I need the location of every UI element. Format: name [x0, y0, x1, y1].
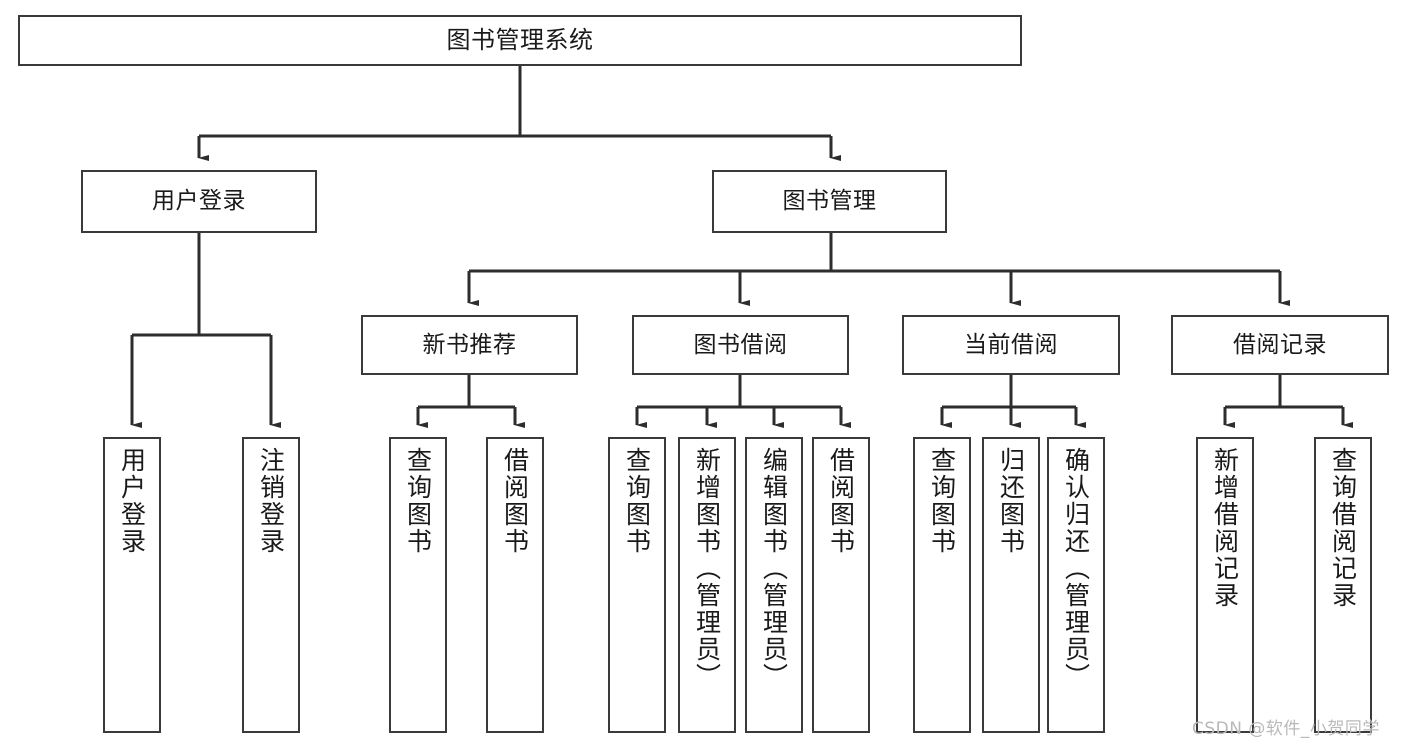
node-leaf-user-login-label: 用户登录: [117, 447, 147, 555]
node-book-borrow[interactable]: 图书借阅: [632, 315, 849, 375]
node-leaf-query-record-label: 查询借阅记录: [1328, 447, 1358, 609]
node-current-borrow-label: 当前借阅: [964, 331, 1058, 358]
node-leaf-user-login[interactable]: 用户登录: [103, 437, 161, 733]
node-root[interactable]: 图书管理系统: [18, 15, 1022, 66]
node-book-manage-label: 图书管理: [782, 188, 877, 215]
node-book-manage[interactable]: 图书管理: [712, 170, 947, 233]
node-current-borrow[interactable]: 当前借阅: [902, 315, 1120, 375]
node-new-book-rec[interactable]: 新书推荐: [361, 315, 578, 375]
node-leaf-return-book[interactable]: 归还图书: [982, 437, 1040, 733]
node-leaf-borrow-book-1-label: 借阅图书: [500, 447, 530, 555]
node-user-login-label: 用户登录: [152, 188, 246, 215]
node-leaf-add-record[interactable]: 新增借阅记录: [1196, 437, 1254, 733]
node-leaf-user-logout-label: 注销登录: [256, 447, 286, 555]
node-leaf-query-book-1[interactable]: 查询图书: [389, 437, 447, 733]
node-borrow-record-label: 借阅记录: [1233, 331, 1327, 358]
node-leaf-borrow-book-2[interactable]: 借阅图书: [812, 437, 870, 733]
node-leaf-edit-book[interactable]: 编辑图书（管理员）: [745, 437, 803, 733]
node-leaf-confirm-return-label: 确认归还（管理员）: [1061, 447, 1091, 690]
node-leaf-query-book-2-label: 查询图书: [622, 447, 652, 555]
node-leaf-confirm-return[interactable]: 确认归还（管理员）: [1047, 437, 1105, 733]
node-book-borrow-label: 图书借阅: [693, 331, 788, 358]
node-root-label: 图书管理系统: [446, 25, 594, 54]
node-new-book-rec-label: 新书推荐: [422, 331, 517, 358]
node-leaf-edit-book-label: 编辑图书（管理员）: [759, 447, 789, 690]
node-leaf-query-book-1-label: 查询图书: [403, 447, 433, 555]
node-leaf-borrow-book-1[interactable]: 借阅图书: [486, 437, 544, 733]
node-leaf-add-book[interactable]: 新增图书（管理员）: [678, 437, 736, 733]
node-leaf-query-book-3-label: 查询图书: [927, 447, 957, 555]
node-borrow-record[interactable]: 借阅记录: [1171, 315, 1389, 375]
node-user-login[interactable]: 用户登录: [81, 170, 317, 233]
node-leaf-return-book-label: 归还图书: [996, 447, 1026, 555]
node-leaf-query-book-3[interactable]: 查询图书: [913, 437, 971, 733]
watermark-text: CSDN @软件_小贺同学: [1192, 719, 1380, 739]
node-leaf-user-logout[interactable]: 注销登录: [242, 437, 300, 733]
node-leaf-add-book-label: 新增图书（管理员）: [692, 447, 722, 690]
node-leaf-query-book-2[interactable]: 查询图书: [608, 437, 666, 733]
node-leaf-query-record[interactable]: 查询借阅记录: [1314, 437, 1372, 733]
node-leaf-add-record-label: 新增借阅记录: [1210, 447, 1240, 609]
node-leaf-borrow-book-2-label: 借阅图书: [826, 447, 856, 555]
